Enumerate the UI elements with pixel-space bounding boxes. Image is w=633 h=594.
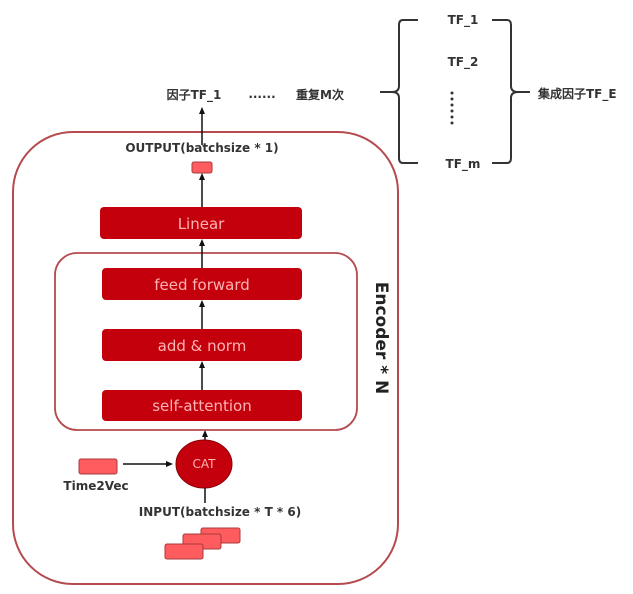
factor-list-item: TF_1 bbox=[448, 13, 479, 28]
self-attention-label: self-attention bbox=[152, 397, 252, 415]
add-norm-block: add & norm bbox=[102, 329, 302, 361]
input-tensors bbox=[164, 527, 241, 560]
encoder-repeat-label: Encoder * N bbox=[371, 282, 391, 395]
linear-label: Linear bbox=[178, 215, 225, 233]
factor-list-item: TF_2 bbox=[448, 55, 479, 70]
factor-tf1-label: 因子TF_1 bbox=[167, 87, 222, 103]
input-label: INPUT(batchsize * T * 6) bbox=[139, 505, 301, 519]
right-brace bbox=[492, 19, 530, 164]
self-attention-block: self-attention bbox=[102, 390, 302, 421]
input-tensor bbox=[164, 543, 204, 560]
encoder-outer-container bbox=[12, 131, 399, 585]
vertical-ellipsis bbox=[450, 91, 454, 125]
add-norm-label: add & norm bbox=[158, 337, 247, 355]
repeat-m-times-label: 重复M次 bbox=[296, 87, 344, 102]
cat-label: CAT bbox=[193, 457, 217, 471]
concat-node: CAT bbox=[175, 439, 233, 489]
ensemble-factor-label: 集成因子TF_E bbox=[537, 86, 617, 102]
time2vec-tensor bbox=[78, 458, 118, 475]
output-label: OUTPUT(batchsize * 1) bbox=[125, 141, 278, 155]
factor-list-item: TF_m bbox=[446, 157, 481, 172]
feed-forward-label: feed forward bbox=[154, 276, 250, 294]
time2vec-label: Time2Vec bbox=[63, 479, 128, 493]
horizontal-ellipsis: ...... bbox=[248, 87, 275, 101]
linear-block: Linear bbox=[100, 207, 302, 239]
feed-forward-block: feed forward bbox=[102, 268, 302, 300]
left-brace bbox=[380, 19, 418, 164]
output-tensor bbox=[191, 161, 213, 174]
